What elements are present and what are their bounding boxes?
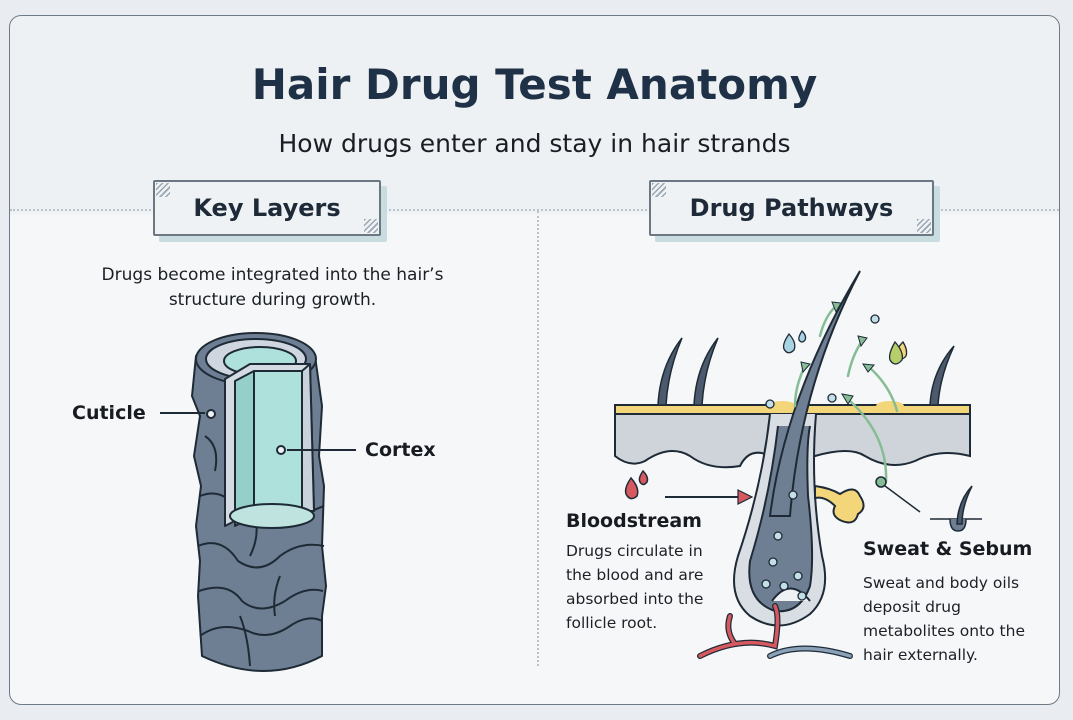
page-subtitle: How drugs enter and stay in hair strands <box>278 129 791 158</box>
hair-follicle-icon <box>733 413 827 627</box>
sweat-sebum-title: Sweat & Sebum <box>863 538 1033 560</box>
hatch-decoration <box>364 219 378 233</box>
vertical-divider <box>537 211 539 666</box>
hatch-decoration <box>652 183 666 197</box>
section-heading-label: Key Layers <box>193 194 341 222</box>
hair-shaft-icon <box>191 332 327 672</box>
section-heading-label: Drug Pathways <box>689 194 894 222</box>
small-hair-icons <box>657 337 955 406</box>
cortex-label: Cortex <box>365 439 436 461</box>
sebaceous-gland-icon <box>814 484 865 524</box>
inset-hair-icon <box>930 485 982 532</box>
section-heading-key-layers: Key Layers <box>153 180 381 236</box>
drug-particles <box>761 314 880 601</box>
bloodstream-description: Drugs circulate in the blood and are abs… <box>566 542 704 632</box>
sebum-deposits <box>768 401 904 411</box>
infographic-card: Hair Drug Test Anatomy How drugs enter a… <box>9 15 1060 705</box>
cuticle-label: Cuticle <box>72 402 146 424</box>
hatch-decoration <box>917 219 931 233</box>
section-heading-drug-pathways: Drug Pathways <box>649 180 934 236</box>
bloodstream-title: Bloodstream <box>566 510 702 532</box>
cuticle-pointer <box>160 409 216 419</box>
bloodstream-arrow-icon <box>665 489 754 505</box>
horizontal-divider <box>10 209 1059 211</box>
blood-drop-icon <box>624 469 649 500</box>
key-layers-intro: Drugs become integrated into the hair’s … <box>101 265 444 310</box>
page-title: Hair Drug Test Anatomy <box>251 60 818 109</box>
oil-drop-icon <box>888 340 908 365</box>
cortex-pointer <box>276 445 356 455</box>
hair-shaft-illustration <box>160 270 982 672</box>
hatch-decoration <box>156 183 170 197</box>
sweat-gland-pointer <box>875 476 921 513</box>
arrow-heads <box>800 301 876 405</box>
main-hair-strand <box>768 270 861 517</box>
sweat-sebum-description: Sweat and body oils deposit drug metabol… <box>863 574 1025 664</box>
sweat-drop-icon <box>782 329 807 354</box>
